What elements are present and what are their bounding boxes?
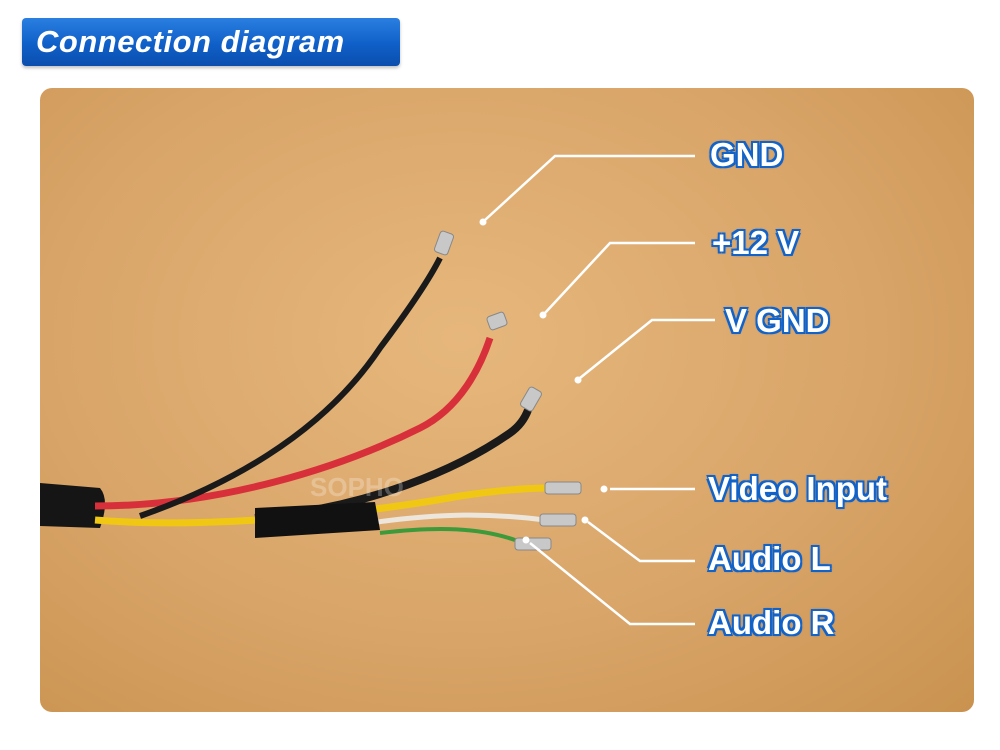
cable-illustration: SOPHO xyxy=(40,154,715,626)
wire-red xyxy=(94,336,494,510)
wire-yellow xyxy=(94,484,551,527)
terminal-gnd xyxy=(434,230,454,256)
leader-audio-l xyxy=(587,521,695,563)
pin-label-audio-r: Audio R xyxy=(708,604,835,641)
terminal-12v xyxy=(486,311,508,331)
leader-12v xyxy=(544,241,695,314)
heat-shrink xyxy=(255,502,380,538)
leader-dots xyxy=(479,218,608,544)
terminal-audio-l xyxy=(539,513,577,527)
pin-label-vgnd: V GND xyxy=(725,302,830,339)
pin-label-audio-l: Audio L xyxy=(708,540,831,577)
wire-white xyxy=(369,512,546,526)
terminal-video xyxy=(544,481,582,495)
leader-lines xyxy=(484,154,715,626)
leader-audio-r xyxy=(529,542,695,626)
pin-label-video-input: Video Input xyxy=(708,470,888,507)
terminal-vgnd xyxy=(520,386,542,412)
watermark: SOPHO xyxy=(310,472,404,502)
pin-label-gnd: GND xyxy=(710,136,784,173)
wire-green xyxy=(379,527,516,542)
cable-jacket xyxy=(40,483,105,528)
diagram-title: Connection diagram xyxy=(36,24,345,59)
wire-black-gnd xyxy=(139,256,443,519)
title-banner: Connection diagram xyxy=(22,18,400,66)
pin-label-12v: +12 V xyxy=(712,224,800,261)
cable-photo: SOPHO GND +12 V V GND Video Input Audio … xyxy=(40,88,974,712)
leader-gnd xyxy=(484,154,695,221)
leader-vgnd xyxy=(579,318,715,379)
